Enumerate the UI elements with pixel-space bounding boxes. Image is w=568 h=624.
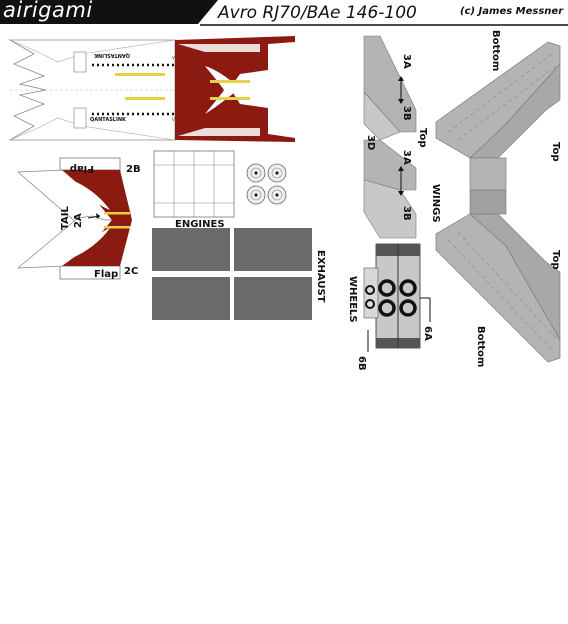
fuselage-fold-bottom — [9, 117, 176, 141]
part-code-2c: 2C — [124, 266, 138, 277]
door-front-top — [73, 51, 87, 73]
livery-text-top: QANTASLINK — [93, 52, 130, 58]
wing-label-top-1: Top — [550, 142, 561, 162]
wing-center-box-lower — [469, 189, 507, 215]
tail-stripe-bottom — [210, 97, 250, 100]
part-code-3a-top: 3A — [401, 54, 412, 69]
flap-label-bottom: Flap — [94, 269, 118, 280]
wing-label-bottom-2: Bottom — [475, 326, 486, 367]
tail-highlight-top — [178, 44, 260, 52]
tail-stripe-1 — [104, 212, 130, 215]
tail-livery-red — [175, 36, 295, 142]
wing-label-top-2: Top — [550, 250, 561, 270]
wheels-piece: WHEELS 6A 6B — [347, 243, 433, 371]
kangaroo-emblem — [205, 66, 240, 114]
brand-logo: airigami — [3, 0, 93, 22]
wings-label: WINGS — [430, 184, 441, 223]
tail-label: TAIL — [60, 205, 71, 230]
tail-stripe-2 — [104, 226, 130, 229]
stabilizer-3b-bottom — [363, 179, 417, 239]
tail-kangaroo-bottom — [72, 228, 110, 258]
header-banner — [0, 0, 568, 26]
door-front-bottom — [73, 107, 87, 129]
tail-stripe-top — [210, 80, 250, 83]
tail-arrow-head — [96, 213, 100, 219]
part-code-2b: 2B — [126, 164, 141, 175]
page-title: Avro RJ70/BAe 146-100 — [218, 3, 417, 23]
brand-banner — [0, 0, 218, 24]
part-code-3a-bottom: 3A — [401, 150, 412, 165]
wheel-nose-1 — [365, 285, 375, 295]
copyright-credit: (c) James Messner — [460, 6, 564, 17]
engines-label: ENGINES — [175, 219, 225, 230]
exhaust-piece: EXHAUST — [152, 228, 326, 320]
part-code-3d: 3D — [365, 135, 376, 150]
flap-label-top: Flap — [70, 163, 94, 174]
flap-line-1 — [447, 53, 553, 133]
flap-line-3 — [447, 239, 553, 351]
main-wings-piece: Bottom Top WINGS Top Bottom — [430, 30, 561, 367]
stabilizer-piece: 3A 3B Top 3D 3A 3B — [363, 35, 428, 239]
wing-label-bottom-1: Bottom — [490, 30, 501, 71]
exhaust-panel-1 — [152, 228, 230, 271]
label-top-small: Top — [417, 128, 428, 148]
wheel-2 — [399, 279, 417, 297]
part-code-2a: 2A — [73, 213, 84, 228]
wheels-label: WHEELS — [347, 276, 358, 323]
wheel-nose-2 — [365, 299, 375, 309]
livery-text-bottom: QANTASLINK — [90, 117, 127, 123]
engine-intakes — [246, 163, 287, 205]
fuselage-piece: QANTASLINK QANTASLINK VH-NJA VH-NJA — [8, 39, 200, 141]
header-bar: airigami Avro RJ70/BAe 146-100 (c) James… — [0, 0, 568, 26]
wing-center-box — [469, 157, 507, 191]
tail-livery — [62, 170, 132, 266]
exhaust-panel-4 — [234, 277, 312, 320]
wheel-3 — [378, 299, 396, 317]
engines-piece: ENGINES — [153, 150, 287, 230]
tail-piece: Flap 2B Flap 2C TAIL 2A — [16, 157, 141, 280]
flap-line-4 — [457, 231, 557, 339]
wheel-4 — [399, 299, 417, 317]
yellow-stripe-bottom — [125, 97, 165, 100]
fuselage-fold-top — [9, 39, 176, 63]
tail-kangaroo-top — [72, 180, 110, 210]
exhaust-panel-3 — [152, 277, 230, 320]
part-code-3b-bottom: 3B — [401, 206, 412, 221]
tail-highlight-bottom — [178, 128, 260, 136]
yellow-stripe-top — [115, 73, 165, 76]
wheel-1 — [378, 279, 396, 297]
part-code-6a: 6A — [422, 326, 433, 341]
fuselage-tail-livery — [175, 36, 295, 142]
part-code-3b-top: 3B — [401, 106, 412, 121]
exhaust-label: EXHAUST — [315, 250, 326, 303]
exhaust-panel-2 — [234, 228, 312, 271]
part-code-6b: 6B — [356, 356, 367, 371]
